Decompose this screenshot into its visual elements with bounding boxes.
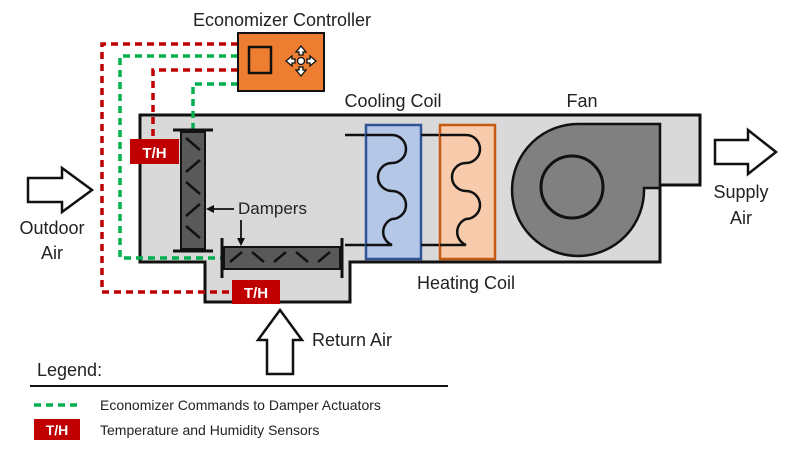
outdoor-air-sensor: T/H (130, 139, 179, 164)
supply-air-arrow (713, 127, 779, 177)
legend-sensor-symbol (34, 419, 80, 440)
legend-title: Legend: (37, 360, 102, 380)
supply-air-label-line2: Air (730, 208, 752, 228)
outdoor-air-damper (173, 128, 213, 253)
controller-wiring (100, 42, 238, 294)
legend-item-sensors: Temperature and Humidity Sensors (100, 422, 319, 438)
legend-item-commands: Economizer Commands to Damper Actuators (100, 397, 381, 413)
return-air-arrow (255, 307, 305, 376)
return-air-sensor: T/H (232, 280, 280, 304)
legend: Legend: Economizer Commands to Damper Ac… (30, 360, 448, 440)
heating-coil (421, 123, 497, 261)
heating-coil-label: Heating Coil (417, 273, 515, 293)
cooling-coil (345, 123, 423, 261)
red-line-return-sensor (100, 42, 238, 294)
controller-arrows-icon (284, 44, 318, 78)
outdoor-air-label-line2: Air (41, 243, 63, 263)
dampers-pointers (206, 205, 245, 246)
return-air-damper (220, 238, 344, 278)
outdoor-sensor-label: T/H (142, 145, 166, 162)
dampers-label: Dampers (238, 199, 307, 218)
return-sensor-label: T/H (244, 285, 268, 302)
red-line-outdoor-sensor (151, 68, 238, 140)
legend-sensor-symbol-text: T/H (46, 422, 69, 438)
fan (510, 122, 662, 258)
controller-label: Economizer Controller (193, 10, 371, 30)
outdoor-air-arrow (26, 165, 95, 215)
return-air-label: Return Air (312, 330, 392, 350)
fan-label: Fan (566, 91, 597, 111)
supply-air-label-line1: Supply (713, 182, 768, 202)
green-line-outdoor-damper (191, 82, 238, 134)
cooling-coil-label: Cooling Coil (344, 91, 441, 111)
economizer-controller (237, 32, 325, 92)
controller-display-icon (247, 45, 273, 75)
outdoor-air-label-line1: Outdoor (19, 218, 84, 238)
green-line-return-damper (118, 54, 238, 260)
